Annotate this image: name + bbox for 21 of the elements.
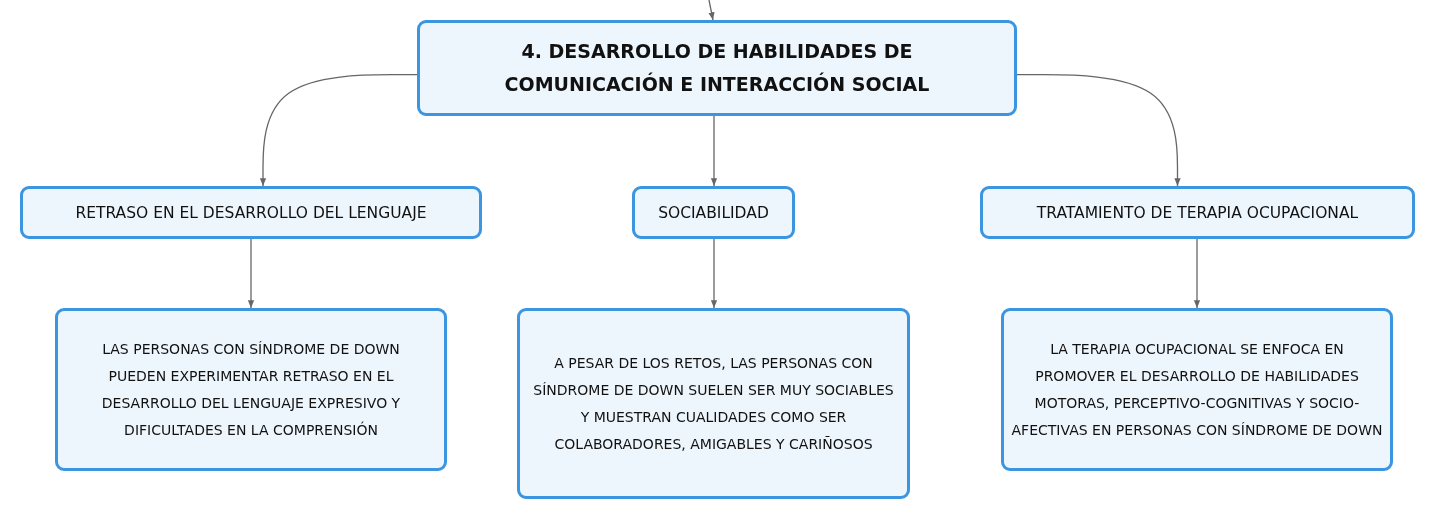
arrow [259, 74, 418, 187]
subtopic-title: SOCIABILIDAD [658, 202, 769, 223]
arrow [710, 115, 718, 187]
description-box [55, 308, 447, 471]
description-box [1001, 308, 1393, 471]
description-box [517, 308, 910, 499]
description-text: LA TERAPIA OCUPACIONAL SE ENFOCA EN PROMOVER EL DESARROLLO DE HABILIDADES MOTORAS, PERCEPTIVO-COGNITIVAS Y SOCIO-AFECTIVAS EN PERSONAS CON SÍNDROME DE DOWN [1010, 339, 1384, 440]
subtopic-box [980, 186, 1415, 239]
subtopic-box [20, 186, 482, 239]
arrow [1016, 74, 1181, 187]
subtopic-title: TRATAMIENTO DE TERAPIA OCUPACIONAL [1036, 202, 1359, 223]
topic-box [417, 20, 1017, 116]
arrow [1193, 238, 1201, 309]
topic-title: 4. DESARROLLO DE HABILIDADES DE COMUNICACIÓN E INTERACCIÓN SOCIAL [503, 39, 931, 97]
arrow [710, 238, 718, 309]
description-text: LAS PERSONAS CON SÍNDROME DE DOWN PUEDEN EXPERIMENTAR RETRASO EN EL DESARROLLO DEL LENGUAJE EXPRESIVO Y DIFICULTADES EN LA COMPRENSIÓN [100, 339, 402, 440]
subtopic-title: RETRASO EN EL DESARROLLO DEL LENGUAJE [75, 202, 427, 223]
subtopic-box [632, 186, 795, 239]
arrow [247, 238, 255, 309]
arrow [708, 0, 715, 21]
description-text: A PESAR DE LOS RETOS, LAS PERSONAS CON SÍNDROME DE DOWN SUELEN SER MUY SOCIABLES Y MUESTRAN CUALIDADES COMO SER COLABORADORES, AMIGABLES Y CARIÑOSOS [532, 353, 895, 454]
